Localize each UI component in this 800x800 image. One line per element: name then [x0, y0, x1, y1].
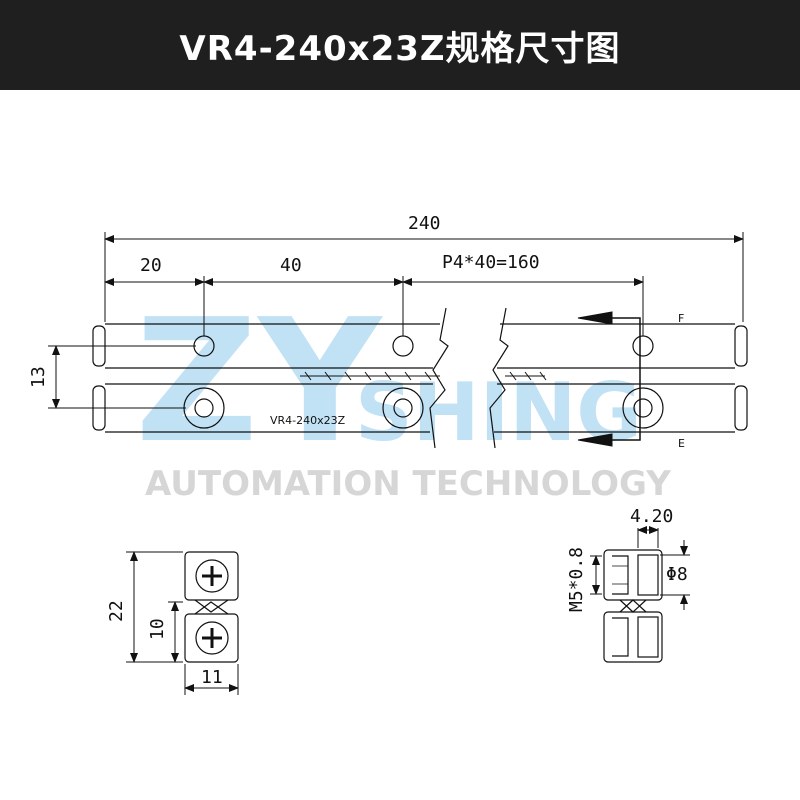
- dim-end-offset: 20: [140, 255, 162, 276]
- section-label-e: E: [678, 437, 685, 450]
- dim-cross-width: 11: [201, 667, 223, 688]
- dim-cross-height: 22: [106, 600, 127, 622]
- watermark-subtitle: AUTOMATION TECHNOLOGY: [145, 464, 671, 504]
- end-section-view: [590, 526, 690, 663]
- dim-counterbore-width: 4.20: [630, 506, 673, 527]
- part-marking: VR4-240x23Z: [270, 414, 346, 427]
- watermark-brand: SHING: [355, 366, 642, 459]
- section-label-f: F: [678, 312, 684, 325]
- dim-hole-spacing: 40: [280, 255, 302, 276]
- watermark: ZY SHING AUTOMATION TECHNOLOGY: [135, 283, 671, 504]
- dim-cross-inner: 10: [147, 618, 168, 640]
- dim-total-length: 240: [408, 213, 441, 234]
- section-markers: [577, 311, 641, 447]
- dim-pitch: P4*40=160: [442, 252, 540, 273]
- dim-rail-gap: 13: [28, 366, 49, 388]
- main-dimension-lines: [48, 232, 744, 409]
- dim-thread: M5*0.8: [566, 547, 587, 612]
- dim-counterbore-dia: Φ8: [666, 564, 688, 585]
- title-bar: VR4-240x23Z规格尺寸图: [0, 0, 800, 90]
- watermark-letters: ZY: [135, 283, 383, 481]
- cross-section-view: [126, 551, 239, 695]
- page-title: VR4-240x23Z规格尺寸图: [179, 28, 621, 69]
- main-view: [92, 307, 748, 449]
